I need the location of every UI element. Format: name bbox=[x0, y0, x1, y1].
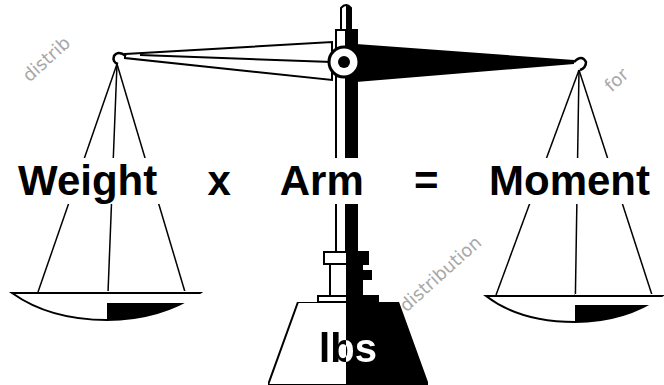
formula-text: Weight x Arm = Moment bbox=[14, 158, 654, 204]
hook bbox=[114, 53, 587, 70]
weight-outline bbox=[268, 302, 428, 385]
weight-base: lbs bbox=[268, 302, 428, 385]
watermark: distrib bbox=[18, 32, 74, 86]
watermark: for bbox=[600, 63, 632, 95]
weight-unit: lbs bbox=[268, 326, 428, 371]
watermark: distribution bbox=[395, 231, 485, 315]
beam bbox=[125, 42, 574, 82]
